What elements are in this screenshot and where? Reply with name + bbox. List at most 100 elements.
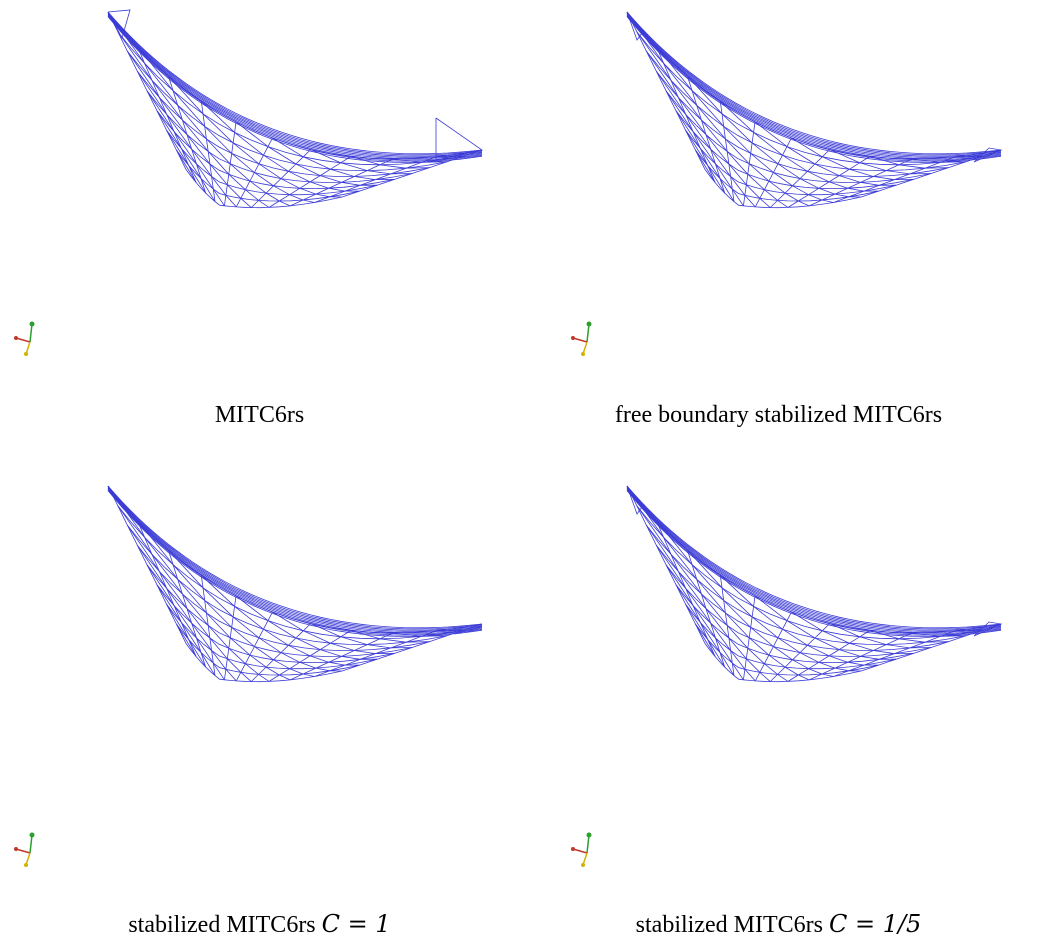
mesh-line — [107, 13, 483, 157]
axis-triad-icon — [569, 829, 599, 869]
mesh-line — [829, 149, 860, 164]
mesh-line — [746, 658, 761, 673]
mesh-line — [156, 584, 182, 623]
mesh-line — [834, 193, 849, 198]
mesh-line — [209, 637, 228, 660]
mesh-line — [777, 674, 789, 682]
mesh-line — [158, 97, 188, 135]
mesh-line — [859, 636, 887, 645]
mesh-line — [146, 564, 175, 606]
mesh-line — [107, 13, 483, 158]
mesh-line — [173, 131, 197, 165]
mesh-line — [212, 188, 225, 207]
mesh-line — [176, 623, 197, 657]
mesh-line — [340, 162, 368, 171]
mesh-line — [973, 147, 1003, 163]
mesh-line — [127, 51, 160, 98]
mesh-line — [973, 621, 1003, 637]
mesh-line — [245, 663, 259, 675]
mesh-plot — [107, 9, 483, 209]
mesh-line — [107, 14, 483, 159]
mesh-line — [454, 625, 483, 635]
mesh-line — [185, 643, 343, 683]
mesh-line — [231, 627, 255, 647]
mesh-line — [186, 134, 211, 165]
mesh-line — [744, 669, 756, 682]
mesh-line — [204, 126, 232, 154]
panel-caption: stabilized MITC6rs C = 1 — [0, 910, 519, 939]
mesh-line — [279, 200, 291, 207]
mesh-line — [136, 70, 168, 115]
mesh-line — [663, 537, 698, 580]
mesh-line — [695, 149, 716, 183]
mesh-line — [626, 488, 1002, 633]
mesh-line — [626, 11, 1002, 155]
mesh-line — [279, 674, 291, 681]
mesh-line — [117, 505, 153, 555]
mesh-line — [626, 14, 1002, 159]
figure-panel-c5: stabilized MITC6rs C = 1/5 — [519, 474, 1038, 948]
mesh-line — [822, 156, 850, 170]
mesh-line — [626, 489, 1002, 636]
mesh-line — [695, 623, 716, 657]
mesh-line — [204, 600, 232, 628]
mesh-line — [821, 673, 834, 677]
mesh-line — [207, 625, 230, 649]
figure-panel-c1: stabilized MITC6rs C = 1 — [0, 474, 519, 948]
mesh-line — [626, 11, 645, 41]
mesh-line — [107, 485, 483, 629]
mesh-line — [728, 637, 747, 660]
mesh-line — [263, 628, 289, 646]
mesh-line — [723, 600, 751, 628]
mesh-line — [299, 187, 317, 195]
mesh-line — [206, 138, 231, 165]
mesh-line — [127, 525, 160, 572]
mesh-line — [258, 637, 282, 653]
mesh-line — [181, 622, 202, 653]
mesh-line — [249, 654, 267, 668]
mesh-line — [144, 537, 179, 580]
mesh-line — [685, 130, 709, 166]
mesh-line — [146, 564, 413, 657]
mesh-line — [107, 12, 483, 156]
mesh-line — [860, 182, 880, 186]
mesh-line — [107, 489, 483, 636]
mesh-line — [748, 637, 770, 656]
mesh-line — [707, 639, 726, 668]
mesh-plot — [107, 485, 483, 683]
panel-caption: free boundary stabilized MITC6rs — [519, 402, 1038, 429]
mesh-line — [898, 164, 926, 169]
mesh-line — [626, 13, 1002, 158]
mesh-line — [367, 170, 391, 175]
mesh-line — [626, 13, 1002, 157]
mesh-line — [747, 174, 765, 190]
mesh-line — [924, 641, 949, 643]
mesh-line — [799, 652, 819, 663]
mesh-line — [340, 636, 368, 645]
mesh-line — [166, 604, 190, 640]
mesh-line — [234, 606, 264, 630]
mesh-line — [700, 148, 721, 179]
mesh-line — [777, 637, 801, 653]
mesh-line — [303, 630, 331, 644]
mesh-line — [177, 105, 207, 140]
mesh-line — [158, 571, 188, 609]
mesh-line — [663, 63, 698, 106]
mesh-line — [834, 667, 849, 672]
mesh-line — [798, 674, 810, 681]
mesh-line — [303, 156, 331, 170]
mesh-line — [232, 616, 260, 639]
axis-triad-icon — [12, 829, 42, 869]
mesh-line — [240, 198, 252, 208]
mesh-line — [814, 163, 840, 176]
mesh-line — [288, 170, 311, 183]
mesh-line — [692, 131, 716, 165]
mesh-line — [156, 110, 182, 149]
mesh-line — [665, 90, 932, 183]
mesh-line — [249, 180, 267, 194]
mesh-line — [211, 650, 227, 670]
mesh-line — [200, 178, 216, 202]
mesh-line — [768, 180, 786, 194]
caption-text: MITC6rs — [214, 402, 305, 428]
mesh-line — [289, 194, 304, 201]
